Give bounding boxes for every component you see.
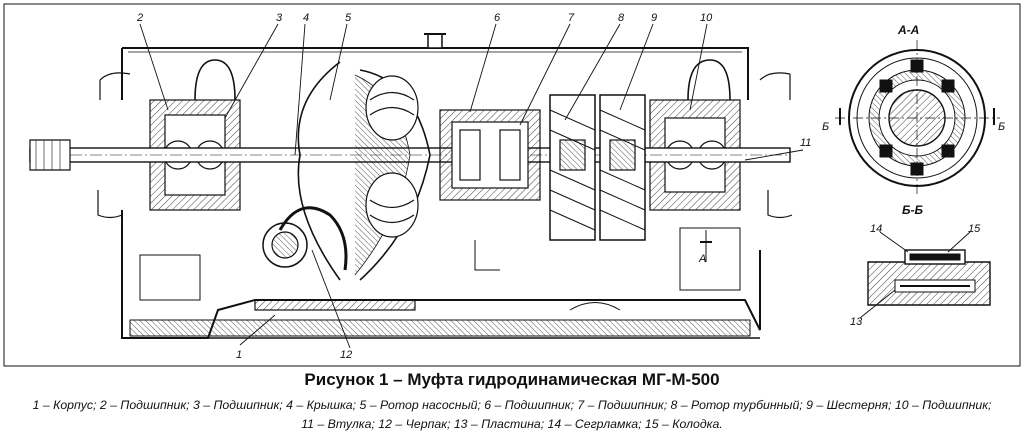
figure-caption-title: Рисунок 1 – Муфта гидродинамическая МГ-М… [304,370,720,389]
callout-15: 15 [968,223,981,235]
callout-7: 7 [568,12,575,24]
callout-9: 9 [651,12,657,24]
figure-legend-line-2: 11 – Втулка; 12 – Черпак; 13 – Пластина;… [301,417,723,431]
callout-13: 13 [850,316,863,328]
callout-10: 10 [700,12,713,24]
section-aa-view [835,40,1000,195]
callout-3: 3 [276,12,283,24]
callout-8: 8 [618,12,625,24]
callout-2: 2 [136,12,143,24]
frame-border [3,3,1021,367]
section-b-left-label: Б [822,121,829,133]
callout-4: 4 [303,12,309,24]
callout-11: 11 [800,137,811,149]
section-bb-view [859,231,991,319]
callout-labels: 2 3 4 5 6 7 8 9 10 11 1 12 А [136,12,811,361]
section-aa-label: А-А [897,23,919,37]
callout-5: 5 [345,12,352,24]
section-b-right-label: Б [998,121,1005,133]
callout-14: 14 [870,223,882,235]
section-a-marker: А [698,253,706,265]
main-section-view [29,33,793,339]
callout-1: 1 [236,349,242,361]
callout-12: 12 [340,349,352,361]
callout-leaders [139,23,804,349]
section-bb-label: Б-Б [902,203,923,217]
figure-legend-line-1: 1 – Корпус; 2 – Подшипник; 3 – Подшипник… [32,398,992,412]
callout-6: 6 [494,12,501,24]
